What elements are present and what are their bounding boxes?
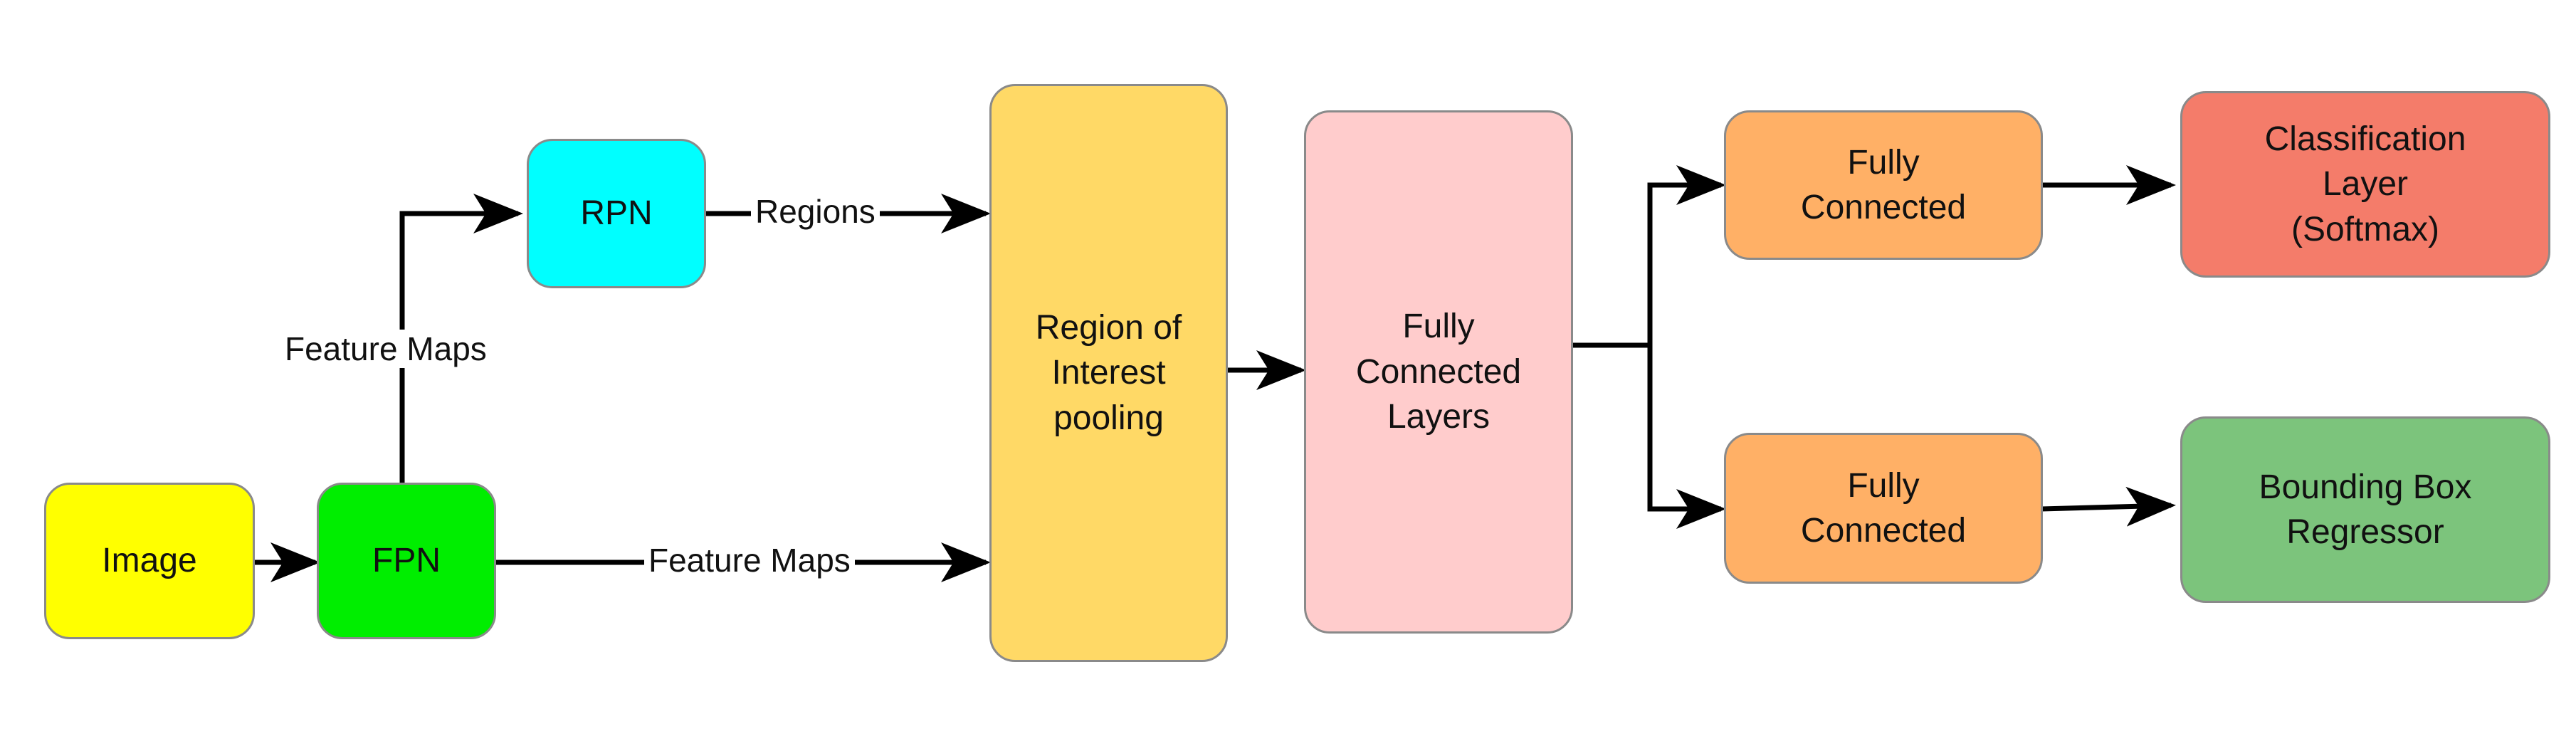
roi-pooling-node: Region of Interest pooling bbox=[989, 84, 1228, 662]
fpn-node: FPN bbox=[317, 483, 496, 639]
image-node: Image bbox=[44, 483, 255, 639]
classification-label: Classification Layer (Softmax) bbox=[2264, 120, 2466, 248]
fc-layers-label: Fully Connected Layers bbox=[1355, 308, 1522, 436]
edge-label-feature-maps-horizontal: Feature Maps bbox=[644, 541, 855, 579]
bbox-regressor-label: Bounding Box Regressor bbox=[2259, 468, 2472, 551]
fc-top-label: Fully Connected bbox=[1800, 143, 1967, 226]
fc-bottom-node: Fully Connected bbox=[1724, 433, 2043, 584]
fc-bottom-label: Fully Connected bbox=[1800, 466, 1967, 550]
arrow-fpn-to-rpn bbox=[399, 194, 523, 484]
fc-layers-node: Fully Connected Layers bbox=[1304, 110, 1573, 634]
classification-node: Classification Layer (Softmax) bbox=[2180, 91, 2550, 278]
rpn-label: RPN bbox=[580, 194, 653, 233]
arrow-fc-bottom-to-bbox bbox=[2041, 486, 2176, 527]
arrow-fc-layers-to-fc-top bbox=[1573, 165, 1726, 348]
bbox-regressor-node: Bounding Box Regressor bbox=[2180, 416, 2550, 603]
fpn-label: FPN bbox=[372, 542, 441, 580]
rpn-node: RPN bbox=[527, 139, 706, 288]
roi-pooling-label: Region of Interest pooling bbox=[1035, 308, 1182, 437]
fc-top-node: Fully Connected bbox=[1724, 110, 2043, 260]
arrow-fc-layers-to-fc-bottom bbox=[1647, 345, 1726, 529]
image-label: Image bbox=[102, 542, 197, 580]
edge-label-feature-maps-vertical: Feature Maps bbox=[280, 330, 491, 368]
edge-label-regions: Regions bbox=[751, 192, 880, 231]
